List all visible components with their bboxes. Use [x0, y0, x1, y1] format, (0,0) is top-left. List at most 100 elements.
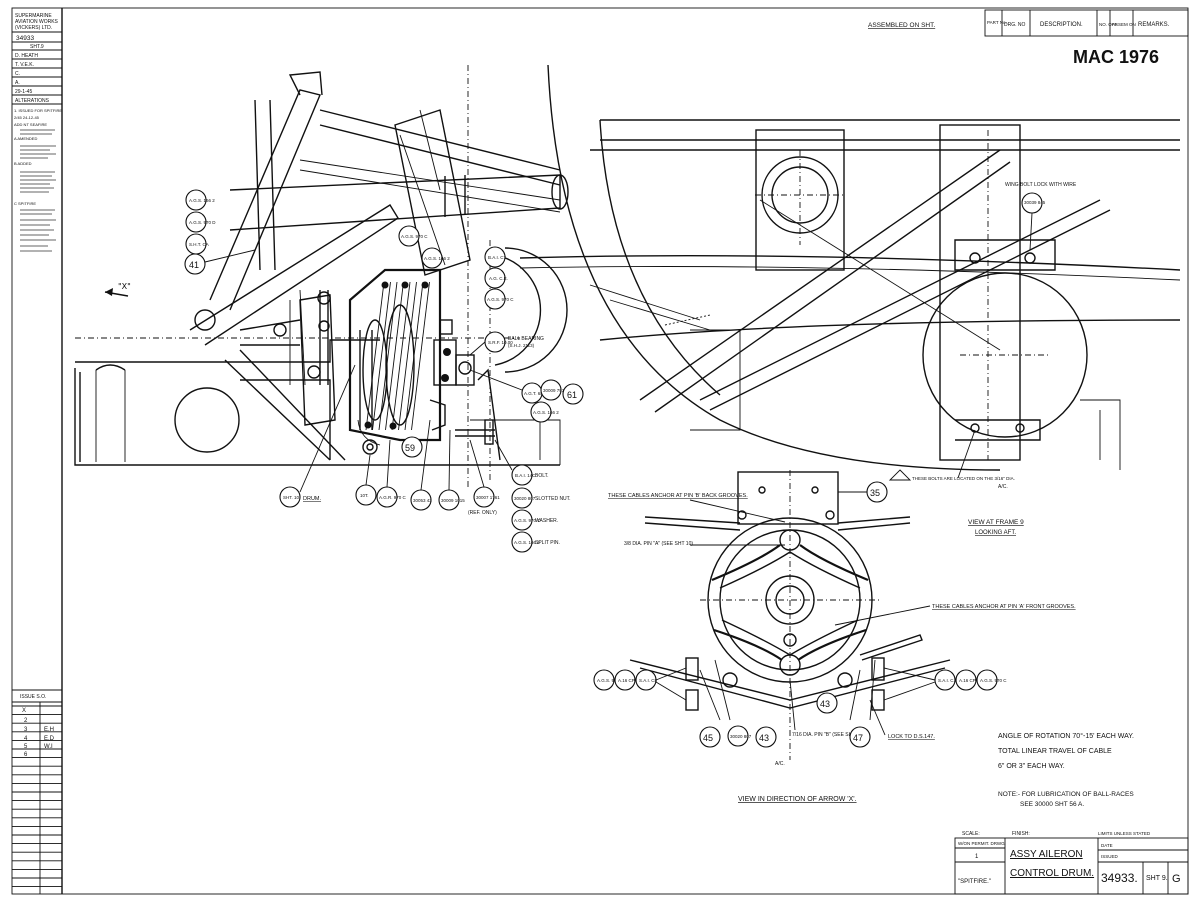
ball-bearing-sub: (S.H.J. 2113): [508, 343, 535, 348]
header-part-no: PART No.: [987, 20, 1007, 25]
callout-balloons: 41 59 61 35 45 43 43 47 A.G.S. 166 2 A.G…: [184, 189, 1007, 748]
ball-bearing-label: BALL BEARING: [508, 336, 544, 342]
ref-ags166-a: A.G.S. 166 2: [189, 198, 215, 203]
fixing-ref-washer: A.G.S. 970 C: [514, 518, 541, 523]
tb-project: "SPITFIRE.": [958, 879, 991, 885]
svg-text:E.H: E.H: [44, 727, 54, 733]
svg-text:5: 5: [24, 744, 28, 750]
view-arrow-label: "X": [118, 282, 131, 291]
ref-30009-793: 30009 793: [543, 388, 565, 393]
lock-note: LOCK TO D.S.147.: [888, 734, 935, 740]
column-drawing-no: 34933: [16, 35, 34, 42]
note-travel: TOTAL LINEAR TRAVEL OF CABLE: [998, 748, 1112, 755]
alteration-note-3: ADD NT SEAFIRE: [14, 122, 47, 127]
ev-left-ref-3: S.A.I. C8: [639, 678, 658, 683]
title-block: SCALE: FINISH: LIMITS UNLESS STATED W/ON…: [954, 831, 1189, 895]
signature-2: T. V.E.K.: [15, 62, 34, 68]
header-drg-no: DRG. NO: [1004, 22, 1026, 28]
ref-only-note: (REF. ONLY): [468, 510, 497, 516]
issue-grid: [12, 705, 62, 888]
drum-cable-grooves: [365, 281, 430, 431]
these-bolts-note: THESE BOLTS ARE LOCATED ON THE 3/16" DIA…: [912, 476, 1015, 481]
tb-finish: FINISH:: [1012, 831, 1030, 837]
end-view-right-fixing: [837, 657, 885, 721]
fixing-ref-bolt: B.A.I. 14C: [515, 473, 536, 478]
svg-text:4: 4: [24, 736, 28, 742]
end-view-left-fixing: [685, 657, 738, 721]
tb-count: 1: [975, 854, 979, 860]
fixing-label-pin: SPLIT PIN.: [535, 540, 560, 546]
svg-text:X: X: [22, 708, 26, 714]
fuselage-structure: [74, 65, 569, 490]
alteration-note-2: 2/45 24-12-45: [14, 115, 40, 120]
signature-date: 29-1-45: [15, 89, 32, 95]
drum-ref-2: 10T.: [360, 493, 369, 498]
balloon-59: 59: [405, 443, 415, 453]
wing-bolt-note: WING BOLT LOCK WITH WIRE: [1005, 182, 1077, 188]
fixing-ref-nut: 30020 807: [514, 496, 536, 501]
aileron-control-drum: "X": [104, 268, 501, 461]
ref-ags166-c: A.G.S. 166 2: [533, 410, 559, 415]
header-remarks: REMARKS.: [1138, 22, 1170, 28]
cable-groove-line: [385, 281, 404, 431]
note-back-grooves-1: THESE CABLES ANCHOR AT PIN 'B' BACK GROO…: [608, 493, 748, 499]
assembled-note: ASSEMBLED ON SHT.: [868, 22, 935, 29]
frame-view-subtitle: LOOKING AFT.: [975, 530, 1016, 536]
fixing-label-washer: WASHER.: [535, 518, 558, 524]
cable-groove-line: [378, 281, 398, 431]
frame-angle-note: A/C.: [998, 484, 1008, 490]
end-view-caption: VIEW IN DIRECTION OF ARROW 'X'.: [738, 796, 857, 803]
end-view-center-mark: A/C.: [775, 761, 785, 767]
cable-groove-line: [411, 281, 430, 431]
signature-1: D. HEATH: [15, 53, 38, 59]
alteration-note-4: A AMENDED: [14, 136, 37, 141]
balloon-43-left: 43: [759, 733, 769, 743]
balloon-47: 47: [853, 733, 863, 743]
cable-groove-line: [365, 281, 385, 431]
ev-left-ref-1: A.G.S. 970 C: [597, 678, 624, 683]
ref-30053-43: 30053 43: [413, 498, 432, 503]
ref-30020: 30020 807: [730, 734, 752, 739]
signature-4: A.: [15, 80, 20, 86]
svg-text:6: 6: [24, 752, 28, 758]
parts-list-header: ASSEMBLED ON SHT. PART No. DRG. NO DESCR…: [868, 9, 1189, 37]
mac-stamp: MAC 1976: [1073, 47, 1159, 67]
left-revision-column: SUPERMARINE AVIATION WORKS (VICKERS) LTD…: [12, 13, 62, 894]
drum-label: DRUM.: [303, 496, 321, 502]
note-travel-2: 6" OR 3" EACH WAY.: [998, 763, 1065, 770]
pin-b-note: 7/16 DIA. PIN "B" (SEE SHT 10): [792, 732, 864, 738]
company-line-2: AVIATION WORKS: [15, 19, 59, 25]
alterations-label: ALTERATIONS: [15, 98, 50, 104]
company-line-3: (VICKERS) LTD.: [15, 25, 52, 31]
end-view-arrow-x: THESE CABLES ANCHOR AT PIN 'B' BACK GROO…: [608, 470, 1076, 803]
ev-left-ref-2: A.16 CP: [618, 678, 635, 683]
ref-ags970-c-top: A.G.S. 970 C: [401, 234, 428, 239]
fixing-label-bolt: BOLT.: [535, 473, 549, 479]
balloon-41: 41: [189, 260, 199, 270]
ev-right-ref-1: S.A.I. C.8: [938, 678, 958, 683]
header-assem-on: ASSEM ON: [1112, 22, 1136, 27]
tb-date: DATE: [1101, 843, 1113, 848]
ev-right-ref-2: A.16 CP: [959, 678, 976, 683]
ev-right-ref-3: A.G.S. 970 C: [980, 678, 1007, 683]
tb-supersedes: W/ON PERMIT. DRWG.: [958, 841, 1006, 846]
signature-3: C.: [15, 71, 20, 77]
tb-issued: ISSUED: [1101, 854, 1119, 859]
ref-ags970-d: A.G.S. 970 D: [189, 220, 216, 225]
wing-bolt-ref: 30039 845: [1024, 200, 1046, 205]
alteration-note-5: B ADDED: [14, 161, 32, 166]
tb-issue: G: [1172, 873, 1181, 885]
cable-groove-line: [398, 281, 417, 431]
drum-agr: A.G.R. 970 C: [379, 495, 407, 500]
ref-30009-1015: 30009 1015: [441, 498, 465, 503]
svg-text:3: 3: [24, 727, 28, 733]
alteration-note-6: C SPITFIRE: [14, 201, 36, 206]
cable-groove-line: [391, 281, 411, 431]
ref-ag-ce: A.G. C.E.: [489, 276, 508, 281]
tb-title-1: ASSY AILERON: [1010, 849, 1083, 860]
tb-limits: LIMITS UNLESS STATED: [1098, 831, 1151, 836]
svg-text:W.I: W.I: [44, 744, 53, 750]
sheet-border: [11, 7, 1189, 895]
